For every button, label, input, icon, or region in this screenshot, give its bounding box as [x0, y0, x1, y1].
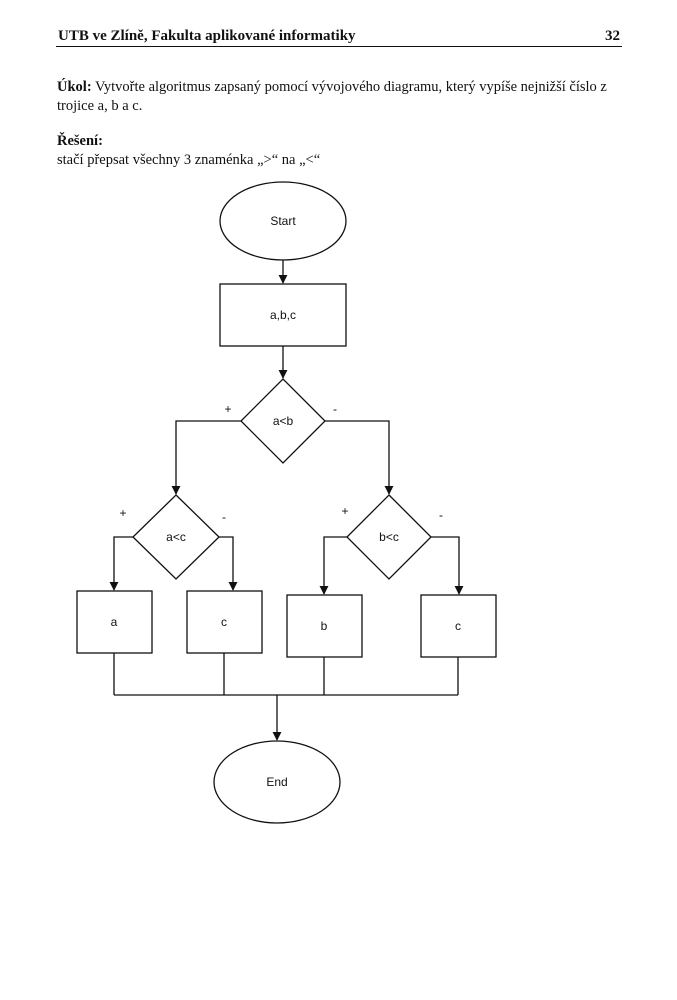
header-title: UTB ve Zlíně, Fakulta aplikované informa…: [58, 28, 356, 44]
output-b-box: [286, 594, 363, 658]
task-paragraph: Úkol: Vytvořte algoritmus zapsaný pomocí…: [57, 78, 617, 116]
connector-left-c: [219, 536, 238, 591]
solution-text: stačí přepsat všechny 3 znaménka „>“ na …: [57, 152, 321, 168]
output-c-right-box: [420, 594, 497, 658]
decision-a-lt-c: [132, 494, 220, 580]
connector-left-a: [109, 536, 133, 591]
branch-minus-main: -: [333, 402, 337, 416]
connector-right-c: [431, 536, 464, 595]
decision-a-lt-c-label: a<c: [166, 530, 186, 544]
page-number: 32: [605, 28, 620, 44]
branch-plus-main: +: [224, 402, 231, 416]
solution-title: Řešení:: [57, 133, 103, 149]
page-header: UTB ve Zlíně, Fakulta aplikované informa…: [56, 26, 622, 47]
branch-plus-right: +: [341, 504, 348, 518]
decision-a-lt-b: [240, 378, 326, 464]
decision-b-lt-c: [346, 494, 432, 580]
connector-right-b: [319, 536, 347, 595]
output-c-left-label: c: [221, 615, 227, 629]
branch-minus-right: -: [439, 508, 443, 522]
connector-main-right: [325, 420, 394, 495]
output-c-right-label: c: [455, 619, 461, 633]
task-label: Úkol:: [57, 79, 92, 95]
branch-plus-left: +: [119, 506, 126, 520]
end-label: End: [266, 775, 287, 789]
end-terminal: [213, 740, 341, 824]
start-label: Start: [270, 214, 296, 228]
output-b-label: b: [321, 619, 328, 633]
branch-minus-left: -: [222, 510, 226, 524]
decision-b-lt-c-label: b<c: [379, 530, 399, 544]
task-text: Vytvořte algoritmus zapsaný pomocí vývoj…: [57, 79, 607, 114]
input-label: a,b,c: [270, 308, 296, 322]
decision-a-lt-b-label: a<b: [273, 414, 294, 428]
connector-main-left: [171, 420, 241, 495]
output-a-label: a: [111, 615, 118, 629]
